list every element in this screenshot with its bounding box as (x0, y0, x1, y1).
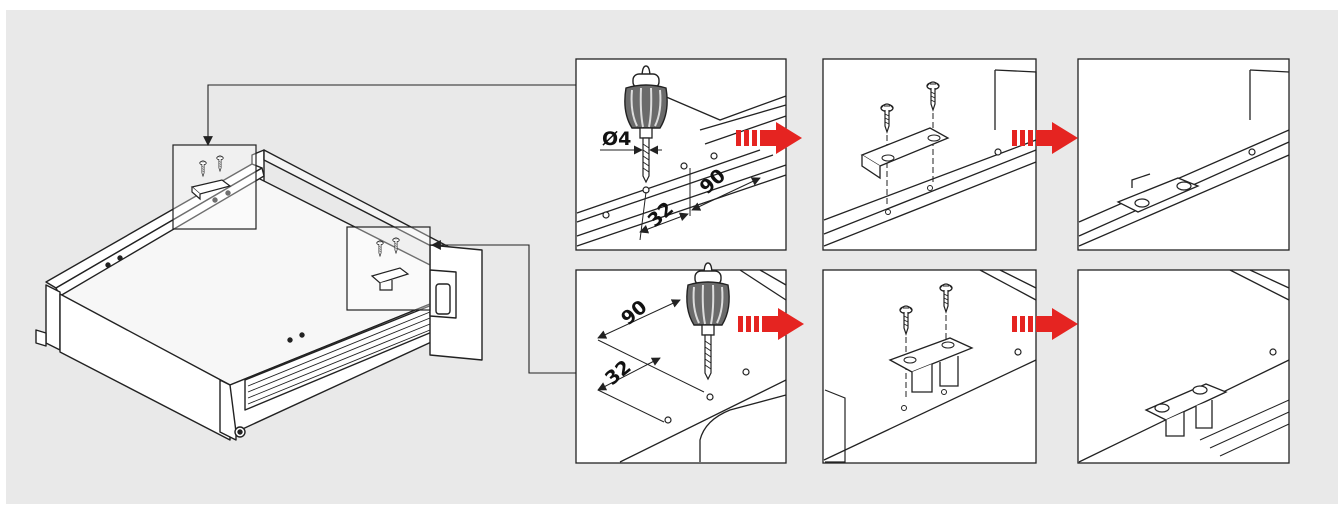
bottom-detail-inset (346, 226, 431, 311)
panel-bottom-drill-step: 90 32 (575, 262, 787, 464)
panel-top-screw-step (822, 58, 1037, 251)
diameter-label: Ø4 (602, 128, 631, 150)
drawer-illustration (35, 149, 483, 441)
top-detail-inset (172, 144, 257, 230)
panel-top-drill-step: Ø4 32 90 (575, 58, 787, 251)
leader-lines (203, 84, 576, 374)
panel-bottom-result-step (1077, 269, 1290, 464)
panel-top-result-step (1077, 58, 1290, 251)
panel-bottom-screw-step (822, 269, 1037, 464)
